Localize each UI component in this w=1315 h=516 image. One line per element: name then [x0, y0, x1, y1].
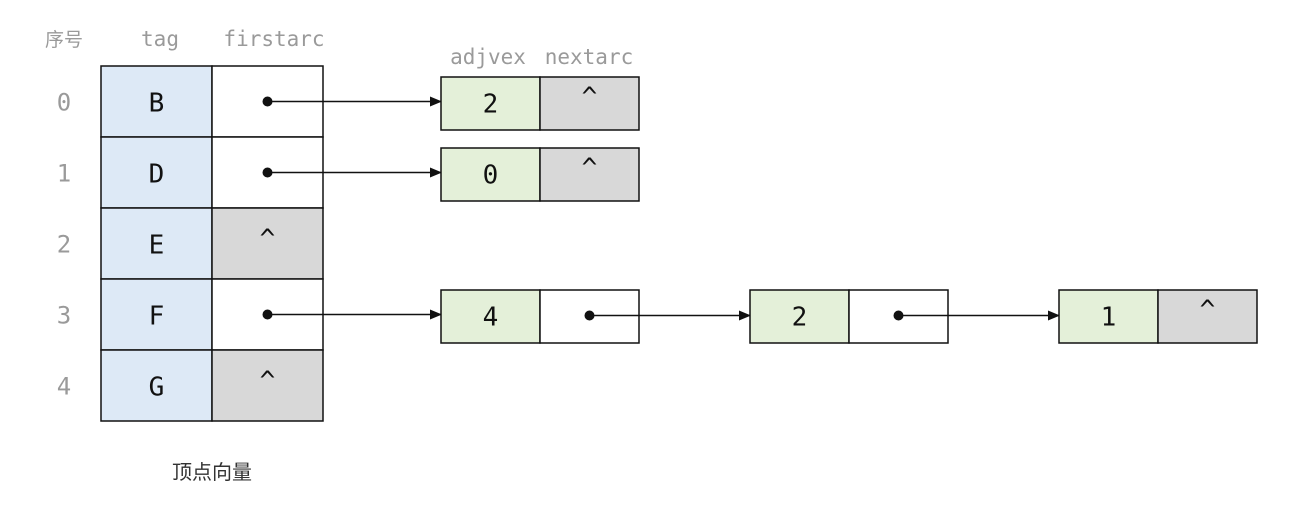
vertex-index: 0	[57, 89, 71, 117]
nextarc-cell	[1157, 289, 1258, 344]
null-pointer: ^	[1200, 296, 1216, 326]
header-nextarc: nextarc	[545, 45, 634, 69]
adjvex-value: 2	[483, 90, 499, 120]
vertex-index: 4	[57, 373, 71, 401]
null-pointer: ^	[260, 225, 276, 255]
header-firstarc: firstarc	[223, 27, 324, 51]
null-pointer: ^	[582, 83, 598, 113]
adjvex-value: 0	[483, 161, 499, 191]
vertex-index: 1	[57, 160, 71, 188]
vertex-tag: E	[149, 231, 165, 261]
adjvex-value: 2	[792, 303, 808, 333]
arc-lists: 2 ^ 0 ^ 4 2 1 ^	[262, 76, 1258, 344]
firstarc-cell	[211, 207, 324, 280]
vertex-tag-cell	[100, 349, 213, 422]
header-adjvex: adjvex	[450, 45, 526, 69]
vertex-vector-caption: 顶点向量	[172, 460, 252, 484]
nextarc-cell	[539, 147, 640, 202]
adjvex-value: 4	[483, 303, 499, 333]
null-pointer: ^	[582, 154, 598, 184]
adjvex-value: 1	[1101, 303, 1117, 333]
vertex-tag-cell	[100, 136, 213, 209]
vertex-tag-cell	[100, 65, 213, 138]
vertex-index: 2	[57, 231, 71, 259]
adjvex-cell	[440, 289, 541, 344]
nextarc-cell	[539, 76, 640, 131]
vertex-table: 0 B 1 D 2 E ^ 3 F 4 G ^	[57, 65, 324, 422]
header-tag: tag	[141, 27, 179, 51]
vertex-tag: G	[149, 373, 165, 403]
vertex-index: 3	[57, 302, 71, 330]
header-index: 序号	[45, 29, 83, 51]
adjvex-cell	[440, 147, 541, 202]
vertex-tag: B	[149, 89, 165, 119]
vertex-tag: D	[149, 160, 165, 190]
vertex-tag: F	[149, 302, 165, 332]
firstarc-cell	[211, 349, 324, 422]
null-pointer: ^	[260, 367, 276, 397]
